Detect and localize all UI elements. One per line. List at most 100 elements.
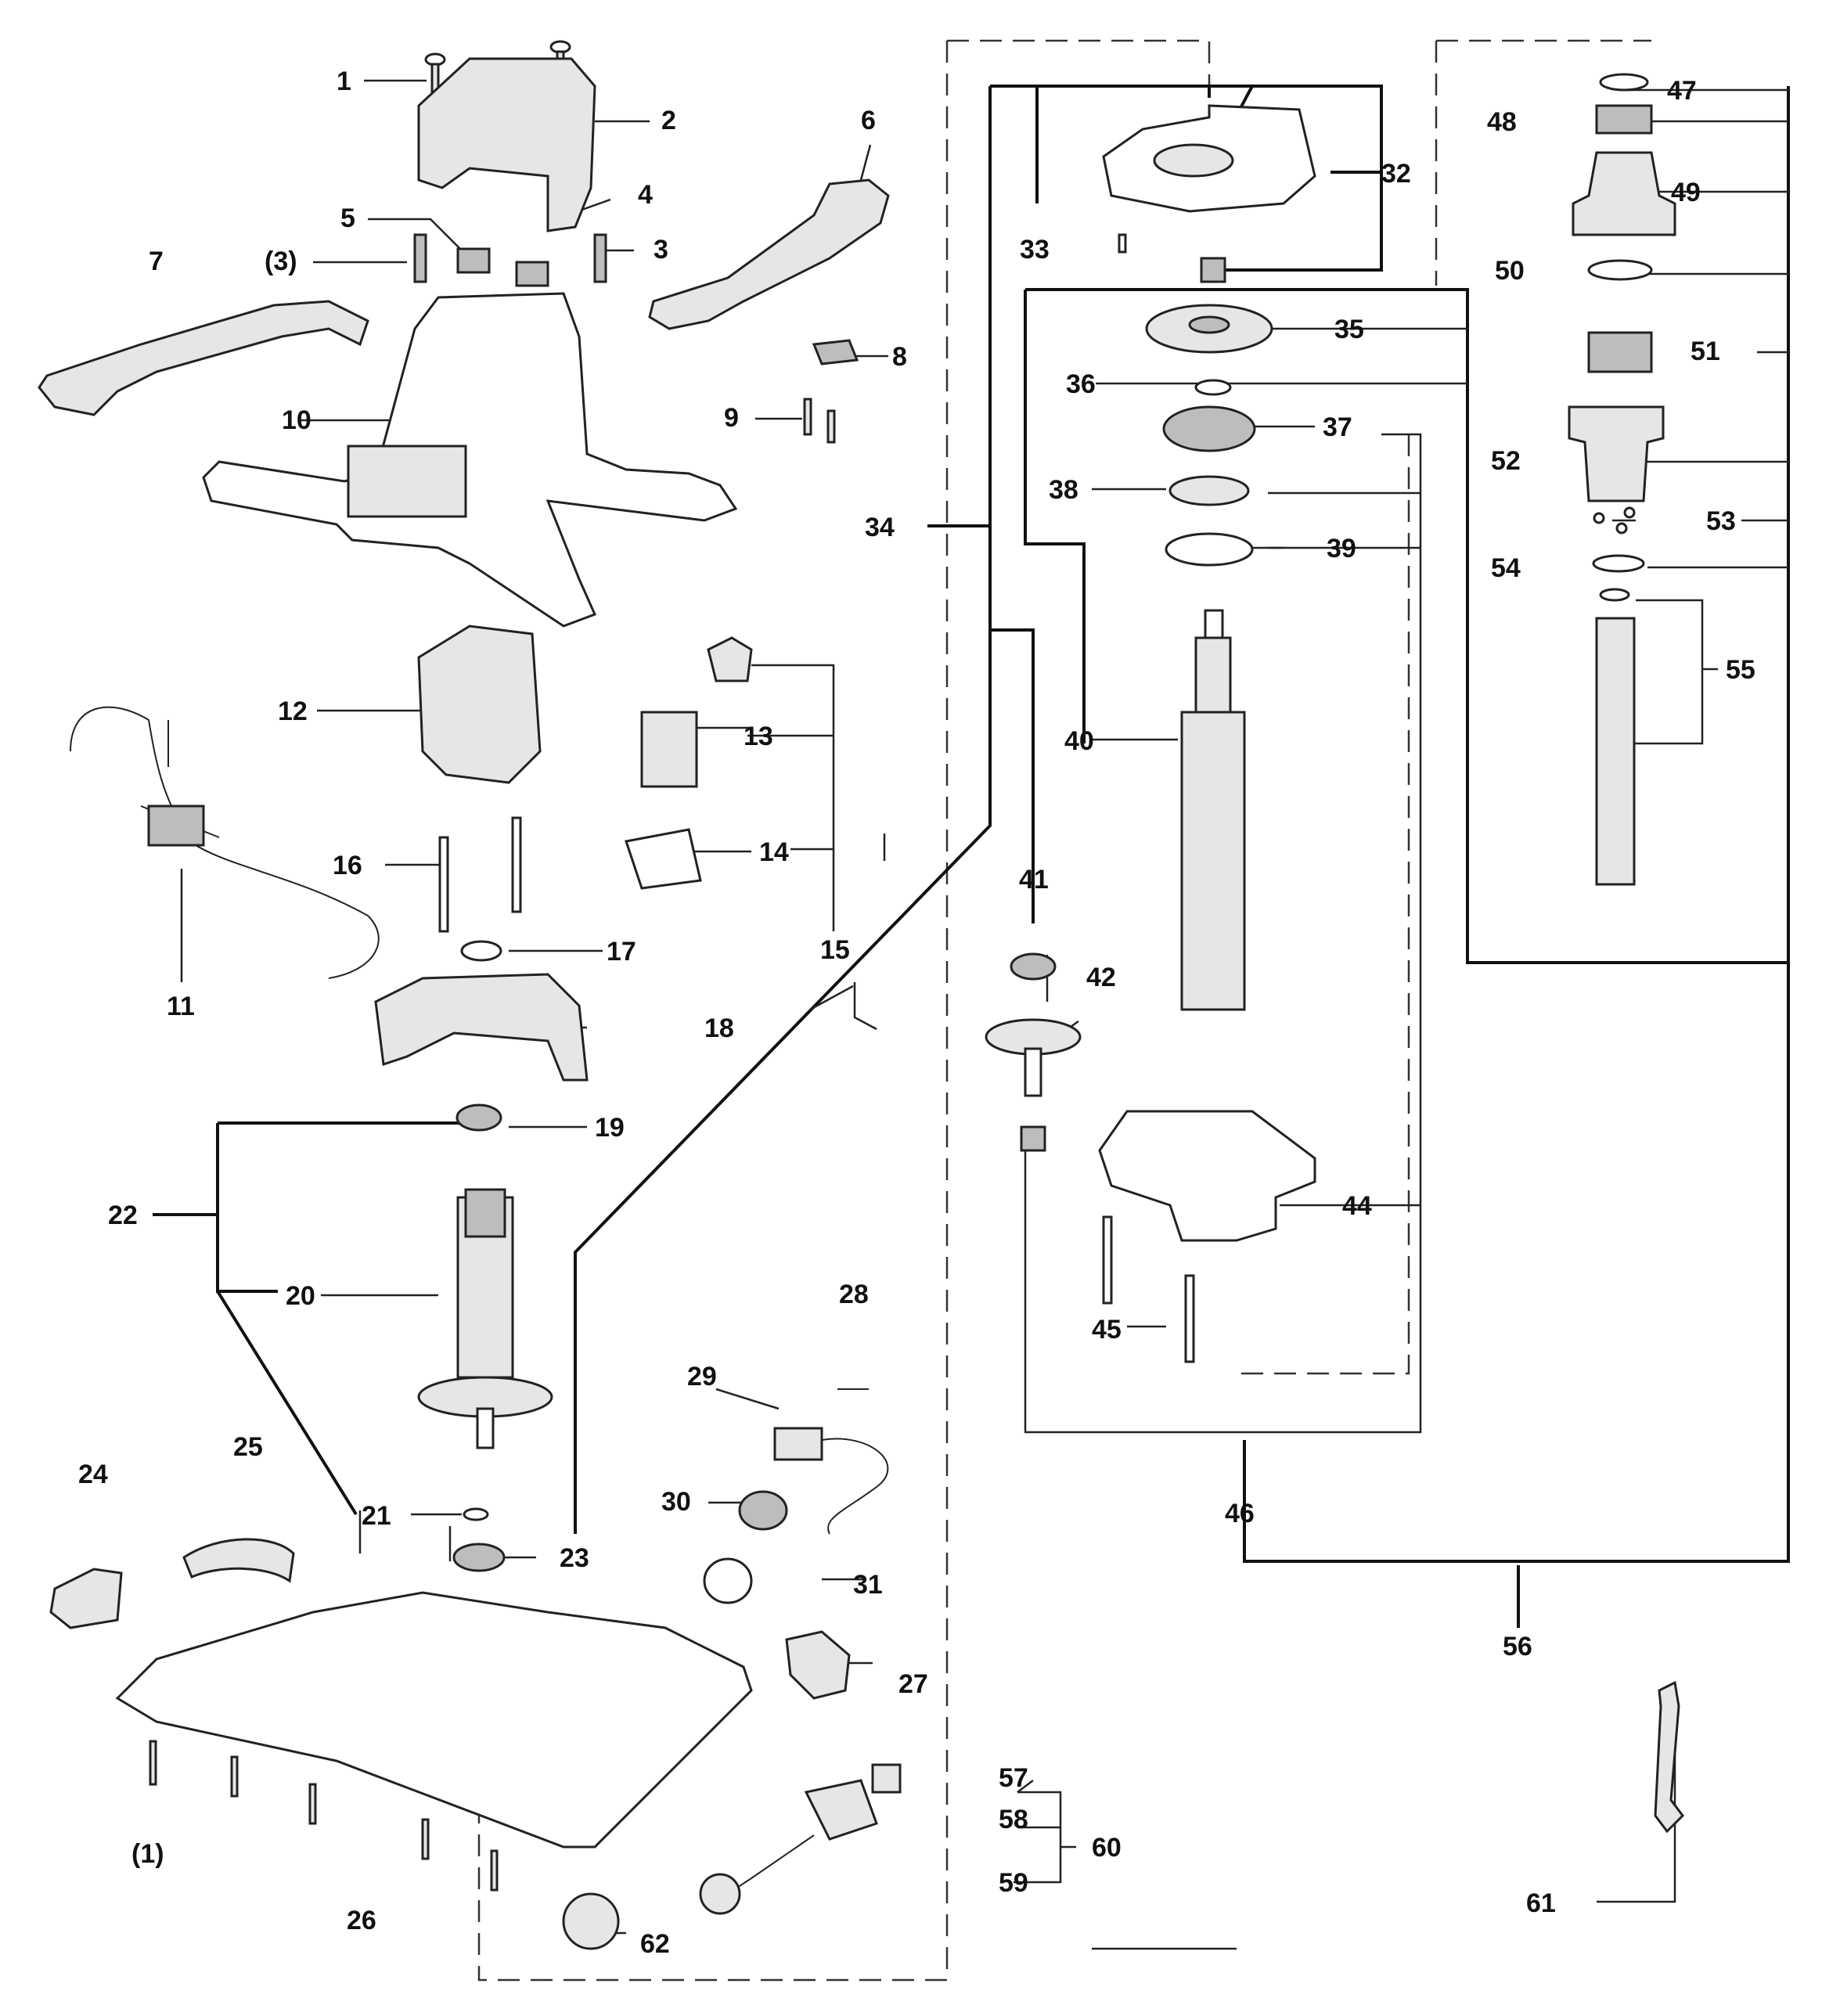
washer-part-38 — [1168, 475, 1250, 506]
handle-part-6 — [648, 178, 890, 330]
screw-part-1p-d — [421, 1818, 430, 1860]
label-55: 55 — [1726, 655, 1755, 685]
label-2: 2 — [661, 106, 676, 135]
label-4: 4 — [638, 180, 653, 210]
label-13: 13 — [744, 722, 773, 751]
screw-part-1p-e — [490, 1849, 499, 1892]
housing-part-14 — [625, 828, 702, 890]
ring-part-47 — [1599, 73, 1649, 92]
label-27: 27 — [898, 1669, 928, 1699]
label-24: 24 — [78, 1460, 108, 1489]
label-19: 19 — [595, 1113, 625, 1143]
housing-part-44 — [1098, 1110, 1316, 1242]
label-11: 11 — [167, 992, 195, 1021]
sleeve-part-41b — [1020, 1125, 1046, 1152]
screw-part-45 — [1102, 1215, 1113, 1305]
clip-part-8 — [812, 339, 859, 365]
label-22: 22 — [108, 1201, 138, 1230]
label-21: 21 — [362, 1501, 391, 1531]
label-51: 51 — [1691, 337, 1720, 366]
sleeve-part-33b — [1200, 257, 1226, 283]
label-36: 36 — [1066, 369, 1096, 399]
ball-part-53 — [1593, 512, 1605, 524]
screw-part-45b — [1184, 1274, 1195, 1363]
cover-part-2 — [417, 57, 596, 232]
wrench-part-61 — [1654, 1680, 1684, 1834]
label-54: 54 — [1491, 553, 1521, 583]
clip-part-3 — [593, 233, 607, 283]
label-20: 20 — [286, 1281, 315, 1311]
label-52: 52 — [1491, 446, 1521, 476]
dashed-frames — [477, 39, 1651, 1982]
rod-part-16b — [511, 816, 522, 913]
label-46: 46 — [1225, 1499, 1255, 1528]
label-7: 7 — [149, 247, 164, 276]
label-49: 49 — [1671, 178, 1701, 207]
board-part-29 — [773, 1427, 823, 1461]
label-35: 35 — [1334, 315, 1364, 344]
base-part-26 — [115, 1591, 753, 1849]
label-12: 12 — [278, 697, 308, 726]
label-45: 45 — [1092, 1315, 1122, 1345]
label-6: 6 — [861, 106, 876, 135]
brush-part-5 — [456, 247, 491, 274]
ball-part-53c — [1623, 506, 1636, 519]
label-50: 50 — [1495, 256, 1525, 286]
label-16: 16 — [333, 851, 362, 880]
plug-part-62 — [562, 1892, 620, 1950]
circlip-part-39 — [1165, 532, 1254, 567]
frame-label-plate — [347, 445, 467, 518]
label-33: 33 — [1020, 235, 1050, 265]
label-44: 44 — [1342, 1191, 1372, 1221]
label-42: 42 — [1086, 963, 1116, 992]
label-9: 9 — [724, 403, 739, 433]
cable-part-29 — [821, 1438, 889, 1535]
washer-part-21 — [463, 1507, 489, 1521]
label-8: 8 — [892, 342, 907, 372]
circlip-part-36 — [1194, 379, 1232, 396]
label-32: 32 — [1381, 159, 1411, 189]
disc-part-35 — [1145, 304, 1273, 354]
shroud-part-18 — [374, 973, 589, 1082]
bearing-part-37 — [1162, 405, 1256, 452]
label-58: 58 — [999, 1805, 1028, 1834]
label-59: 59 — [999, 1868, 1028, 1898]
label-62: 62 — [640, 1929, 670, 1959]
switch-part-13 — [707, 636, 753, 682]
knob-part-30 — [738, 1490, 788, 1531]
ball-part-53b — [1615, 522, 1628, 535]
screw-part-9b — [826, 409, 836, 444]
label-57: 57 — [999, 1763, 1028, 1793]
label-31: 31 — [853, 1570, 883, 1600]
label-40: 40 — [1064, 726, 1094, 756]
label-23: 23 — [560, 1543, 589, 1573]
wiring-block-11 — [147, 805, 205, 847]
circlip-part-50 — [1587, 259, 1653, 281]
sleeve-part-52 — [1568, 405, 1665, 502]
ring-part-17 — [460, 940, 502, 962]
label-38: 38 — [1049, 475, 1078, 505]
ring-part-31 — [703, 1557, 753, 1604]
pin-part-33 — [1118, 233, 1127, 254]
bearing-part-23 — [452, 1543, 506, 1572]
screw-part-1p — [149, 1740, 157, 1786]
collar-part-49 — [1572, 151, 1676, 236]
shaft-part-55 — [1595, 617, 1636, 886]
stator-part-12 — [417, 625, 542, 784]
label-5: 5 — [340, 203, 355, 233]
cushion-part-24 — [49, 1568, 123, 1629]
label-26: 26 — [347, 1906, 376, 1935]
label-15: 15 — [820, 935, 850, 965]
armature-part-20 — [417, 1188, 553, 1449]
clip-part-3b — [413, 233, 427, 283]
part-labels: 1 2 6 4 5 3 7 (3) 8 9 10 12 13 14 16 15 … — [78, 67, 1755, 1959]
handle-part-7 — [38, 300, 369, 416]
group-brackets — [153, 85, 1790, 1903]
cable-part-57-59 — [699, 1763, 902, 1915]
label-61: 61 — [1526, 1888, 1556, 1918]
cushion-part-27 — [785, 1630, 851, 1700]
label-29: 29 — [687, 1362, 717, 1391]
gear-part-42 — [985, 1018, 1082, 1097]
spindle-part-40 — [1180, 609, 1246, 1011]
label-48: 48 — [1487, 107, 1517, 137]
